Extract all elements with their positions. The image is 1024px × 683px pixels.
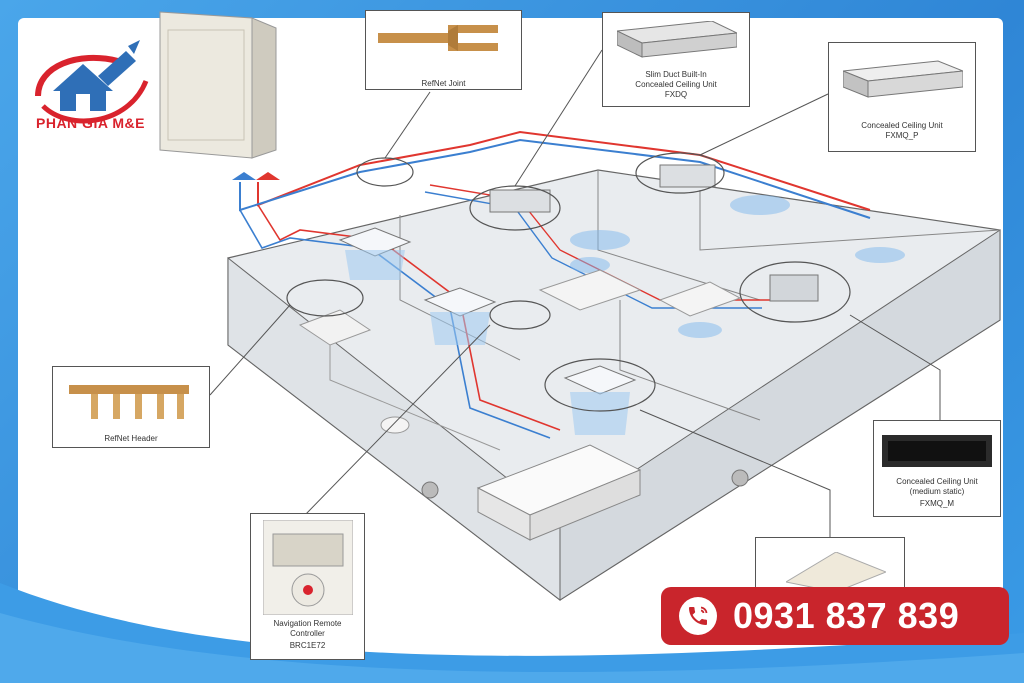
airflow bbox=[570, 230, 630, 250]
remote-model: BRC1E72 bbox=[289, 641, 326, 650]
airflow bbox=[730, 195, 790, 215]
remote-controller-icon bbox=[263, 520, 353, 615]
refnet-joint-label: RefNet Joint bbox=[421, 79, 466, 88]
conference-table bbox=[476, 444, 642, 541]
phone-icon bbox=[679, 597, 717, 635]
leader-line bbox=[639, 409, 831, 537]
refnet-header-icon bbox=[69, 385, 189, 419]
partition bbox=[619, 300, 761, 421]
airflow bbox=[678, 322, 722, 338]
slim-duct-line2: Concealed Ceiling Unit bbox=[635, 80, 717, 89]
building-wall-right bbox=[559, 229, 1001, 601]
ceiling-unit-p-model: FXMQ_P bbox=[885, 131, 919, 140]
airflow bbox=[570, 257, 610, 273]
ceiling-unit-medium-icon bbox=[882, 435, 992, 467]
ceiling-cassette-2 bbox=[423, 287, 497, 345]
refnet-joint-icon bbox=[378, 25, 498, 51]
brand-name: PHAN GIA M&E bbox=[36, 115, 145, 131]
slim-duct-line1: Slim Duct Built-In bbox=[645, 70, 707, 79]
round-table bbox=[380, 416, 410, 434]
leader-line bbox=[849, 314, 941, 420]
callout-circle bbox=[544, 358, 656, 412]
callout-circle bbox=[635, 152, 725, 194]
sofa bbox=[298, 309, 372, 346]
ceiling-unit-m-model: FXMQ_M bbox=[919, 499, 955, 508]
leader-line bbox=[514, 49, 603, 187]
remote-line2: Controller bbox=[290, 629, 325, 638]
outdoor-unit bbox=[159, 11, 280, 180]
airflow bbox=[855, 247, 905, 263]
ceiling-unit-m-line1: Concealed Ceiling Unit bbox=[896, 477, 978, 486]
label-remote-controller: Navigation Remote Controller BRC1E72 bbox=[250, 513, 365, 660]
duct-unit-fxdq bbox=[489, 189, 551, 213]
label-slim-duct: Slim Duct Built-In Concealed Ceiling Uni… bbox=[602, 12, 750, 107]
duct-unit-fxmq-p bbox=[659, 164, 716, 188]
refnet-header-label: RefNet Header bbox=[104, 434, 158, 443]
duct-unit-fxmq-m bbox=[769, 274, 819, 302]
partition bbox=[699, 190, 1001, 251]
label-refnet-header: RefNet Header bbox=[52, 366, 210, 448]
leader-line bbox=[699, 93, 829, 156]
label-ceiling-unit-m: Concealed Ceiling Unit (medium static) F… bbox=[873, 420, 1001, 517]
desk bbox=[658, 281, 742, 317]
leader-line bbox=[304, 324, 491, 516]
ceiling-unit-p-line1: Concealed Ceiling Unit bbox=[861, 121, 943, 130]
phone-number[interactable]: 0931 837 839 bbox=[733, 595, 960, 636]
plant bbox=[421, 481, 439, 499]
desk bbox=[538, 269, 642, 311]
phone-contact-badge[interactable]: 0931 837 839 bbox=[661, 587, 1009, 645]
label-ceiling-unit-p: Concealed Ceiling Unit FXMQ_P bbox=[828, 42, 976, 152]
ceiling-cassette-1 bbox=[338, 227, 412, 280]
duct-unit-icon bbox=[617, 21, 737, 58]
leader-line bbox=[384, 91, 431, 159]
cassette-unit-icon bbox=[786, 552, 886, 592]
brand-logo bbox=[35, 40, 149, 124]
label-cassette-unit bbox=[755, 537, 905, 592]
remote-line1: Navigation Remote bbox=[273, 619, 342, 628]
plant bbox=[731, 469, 749, 487]
ceiling-unit-icon bbox=[843, 60, 963, 98]
callout-circle bbox=[739, 261, 851, 323]
callout-circle bbox=[489, 300, 551, 330]
callout-circle bbox=[286, 279, 364, 317]
slim-duct-model: FXDQ bbox=[664, 90, 688, 99]
ceiling-cassette-3 bbox=[563, 365, 637, 435]
leader-line bbox=[209, 304, 291, 396]
ceiling-unit-m-line2: (medium static) bbox=[909, 487, 965, 496]
label-refnet-joint: RefNet Joint bbox=[365, 10, 522, 90]
